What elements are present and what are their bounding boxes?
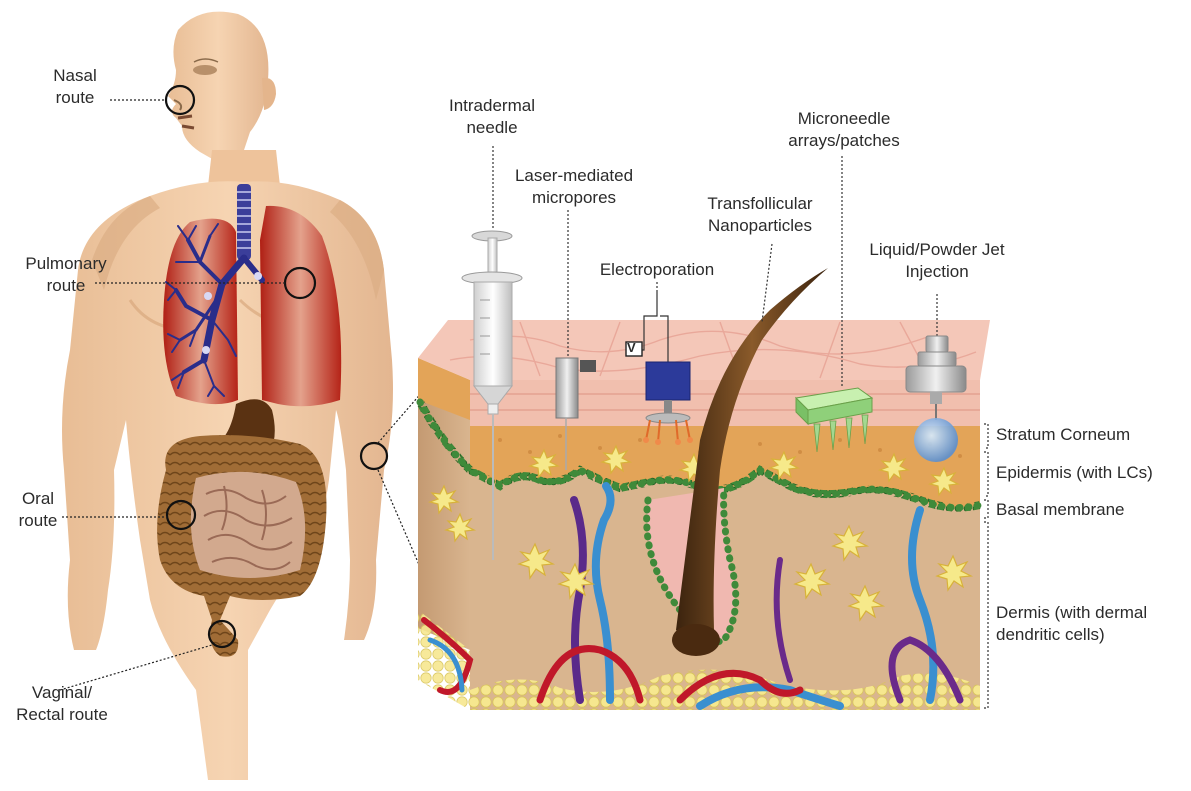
jet-injector bbox=[906, 294, 966, 462]
epidermis-label: Epidermis (with LCs) bbox=[996, 462, 1153, 484]
vaginal-rectal-route-label: Vaginal/Rectal route bbox=[6, 682, 118, 726]
stratum-corneum-label: Stratum Corneum bbox=[996, 424, 1130, 446]
basal-membrane-label: Basal membrane bbox=[996, 499, 1125, 521]
electroporation-label: Electroporation bbox=[586, 259, 728, 281]
voltage-symbol: V bbox=[627, 340, 636, 356]
